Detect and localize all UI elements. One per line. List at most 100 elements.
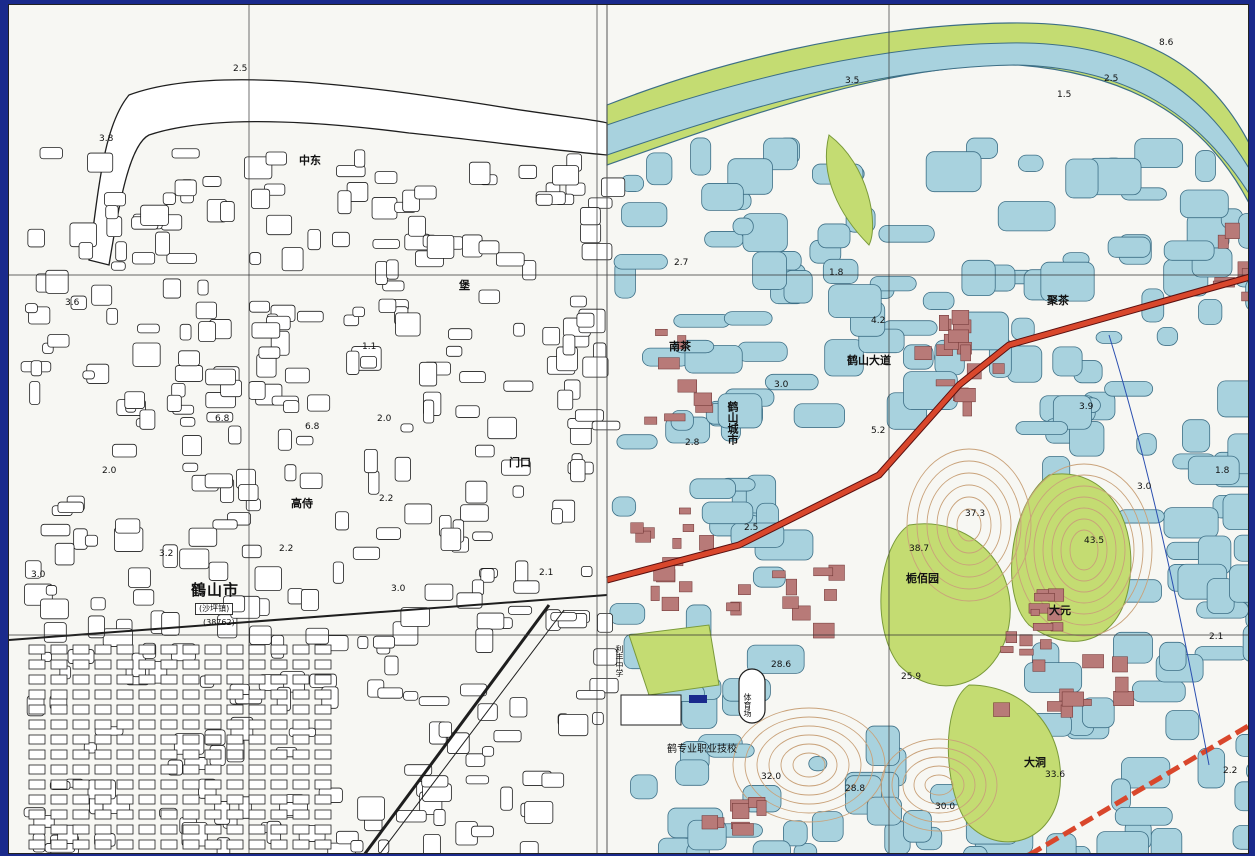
building-block	[182, 809, 200, 820]
building-block	[352, 546, 381, 560]
contour-line	[916, 460, 1022, 590]
building-block	[138, 839, 156, 850]
building-block	[248, 689, 266, 700]
building-block	[270, 704, 288, 715]
building-block	[160, 674, 178, 685]
building-block	[94, 659, 112, 670]
building-block	[314, 809, 332, 820]
building-block	[138, 734, 156, 745]
building-block	[265, 151, 287, 166]
building-block	[182, 644, 200, 655]
building-block	[576, 312, 595, 328]
building-block	[500, 786, 513, 811]
building-block	[270, 674, 288, 685]
building-block	[1030, 608, 1040, 616]
building-block	[314, 659, 332, 670]
building-block	[28, 689, 46, 700]
building-block	[570, 459, 586, 483]
building-block	[204, 749, 222, 760]
pond-shape	[746, 644, 805, 674]
building-block	[162, 544, 178, 568]
building-block	[248, 659, 266, 670]
building-block	[205, 368, 236, 386]
building-block	[226, 764, 244, 775]
building-block	[115, 518, 141, 534]
pond-shape	[611, 496, 637, 517]
building-block	[424, 583, 454, 601]
building-block	[914, 346, 932, 361]
building-block	[332, 561, 344, 584]
building-block	[376, 527, 401, 540]
elevation-label: 2.1	[539, 568, 554, 578]
pond-shape	[1163, 507, 1219, 539]
building-block	[493, 729, 522, 743]
building-block	[116, 794, 134, 805]
building-block	[226, 644, 244, 655]
building-block	[248, 809, 266, 820]
building-block	[1224, 222, 1240, 239]
building-block	[106, 216, 123, 238]
building-block	[45, 585, 58, 596]
building-block	[241, 544, 262, 559]
building-block	[732, 803, 750, 819]
building-block	[179, 323, 192, 341]
road	[379, 609, 565, 853]
building-block	[204, 719, 222, 730]
building-block	[50, 704, 68, 715]
building-block	[72, 644, 90, 655]
building-block	[419, 361, 438, 387]
building-block	[475, 628, 494, 653]
building-block	[400, 423, 414, 433]
topographic-map[interactable]: 鶴山市 (沙坪镇) (38762) 中东 高侍 门口 堡 南茶 鹤山大道 鹤山城…	[8, 4, 1249, 854]
building-block	[386, 259, 399, 280]
building-block	[677, 335, 687, 350]
building-block	[270, 659, 288, 670]
pond-shape	[1107, 236, 1151, 258]
building-block	[160, 824, 178, 835]
building-block	[576, 690, 606, 700]
building-block	[182, 839, 200, 850]
building-block	[228, 425, 242, 445]
building-block	[182, 794, 200, 805]
building-block	[519, 841, 539, 853]
building-block	[248, 824, 266, 835]
building-block	[296, 435, 314, 446]
building-block	[94, 809, 112, 820]
city-label: 鶴山市	[191, 581, 240, 599]
building-block	[238, 484, 259, 501]
building-block	[28, 719, 46, 730]
building-block	[84, 534, 98, 547]
building-block	[94, 719, 112, 730]
building-block	[174, 365, 203, 382]
building-block	[248, 794, 266, 805]
building-block	[300, 589, 319, 611]
building-block	[208, 561, 229, 581]
pond-shape	[673, 313, 731, 328]
pond-shape	[1096, 831, 1149, 853]
building-block	[1040, 639, 1052, 650]
pond-shape	[1165, 710, 1200, 741]
pond-shape	[808, 756, 828, 772]
pond-shape	[1156, 327, 1179, 346]
building-block	[314, 764, 332, 775]
pond-shape	[922, 291, 955, 310]
building-block	[29, 381, 41, 405]
contour-line	[1015, 463, 1153, 637]
building-block	[138, 674, 156, 685]
building-block	[161, 612, 180, 636]
building-block	[248, 734, 266, 745]
building-block	[248, 719, 266, 730]
elevation-label: 2.2	[279, 544, 294, 554]
building-block	[160, 659, 178, 670]
building-block	[423, 399, 435, 424]
pond-shape	[817, 223, 851, 249]
building-block	[292, 734, 310, 745]
elevation-label: 3.9	[1079, 402, 1094, 412]
pond-shape	[963, 846, 988, 853]
building-block	[94, 764, 112, 775]
pond-shape	[1179, 189, 1229, 219]
building-block	[50, 644, 68, 655]
contour-line	[1051, 507, 1117, 593]
pond-shape	[1235, 734, 1248, 757]
building-block	[455, 405, 480, 418]
